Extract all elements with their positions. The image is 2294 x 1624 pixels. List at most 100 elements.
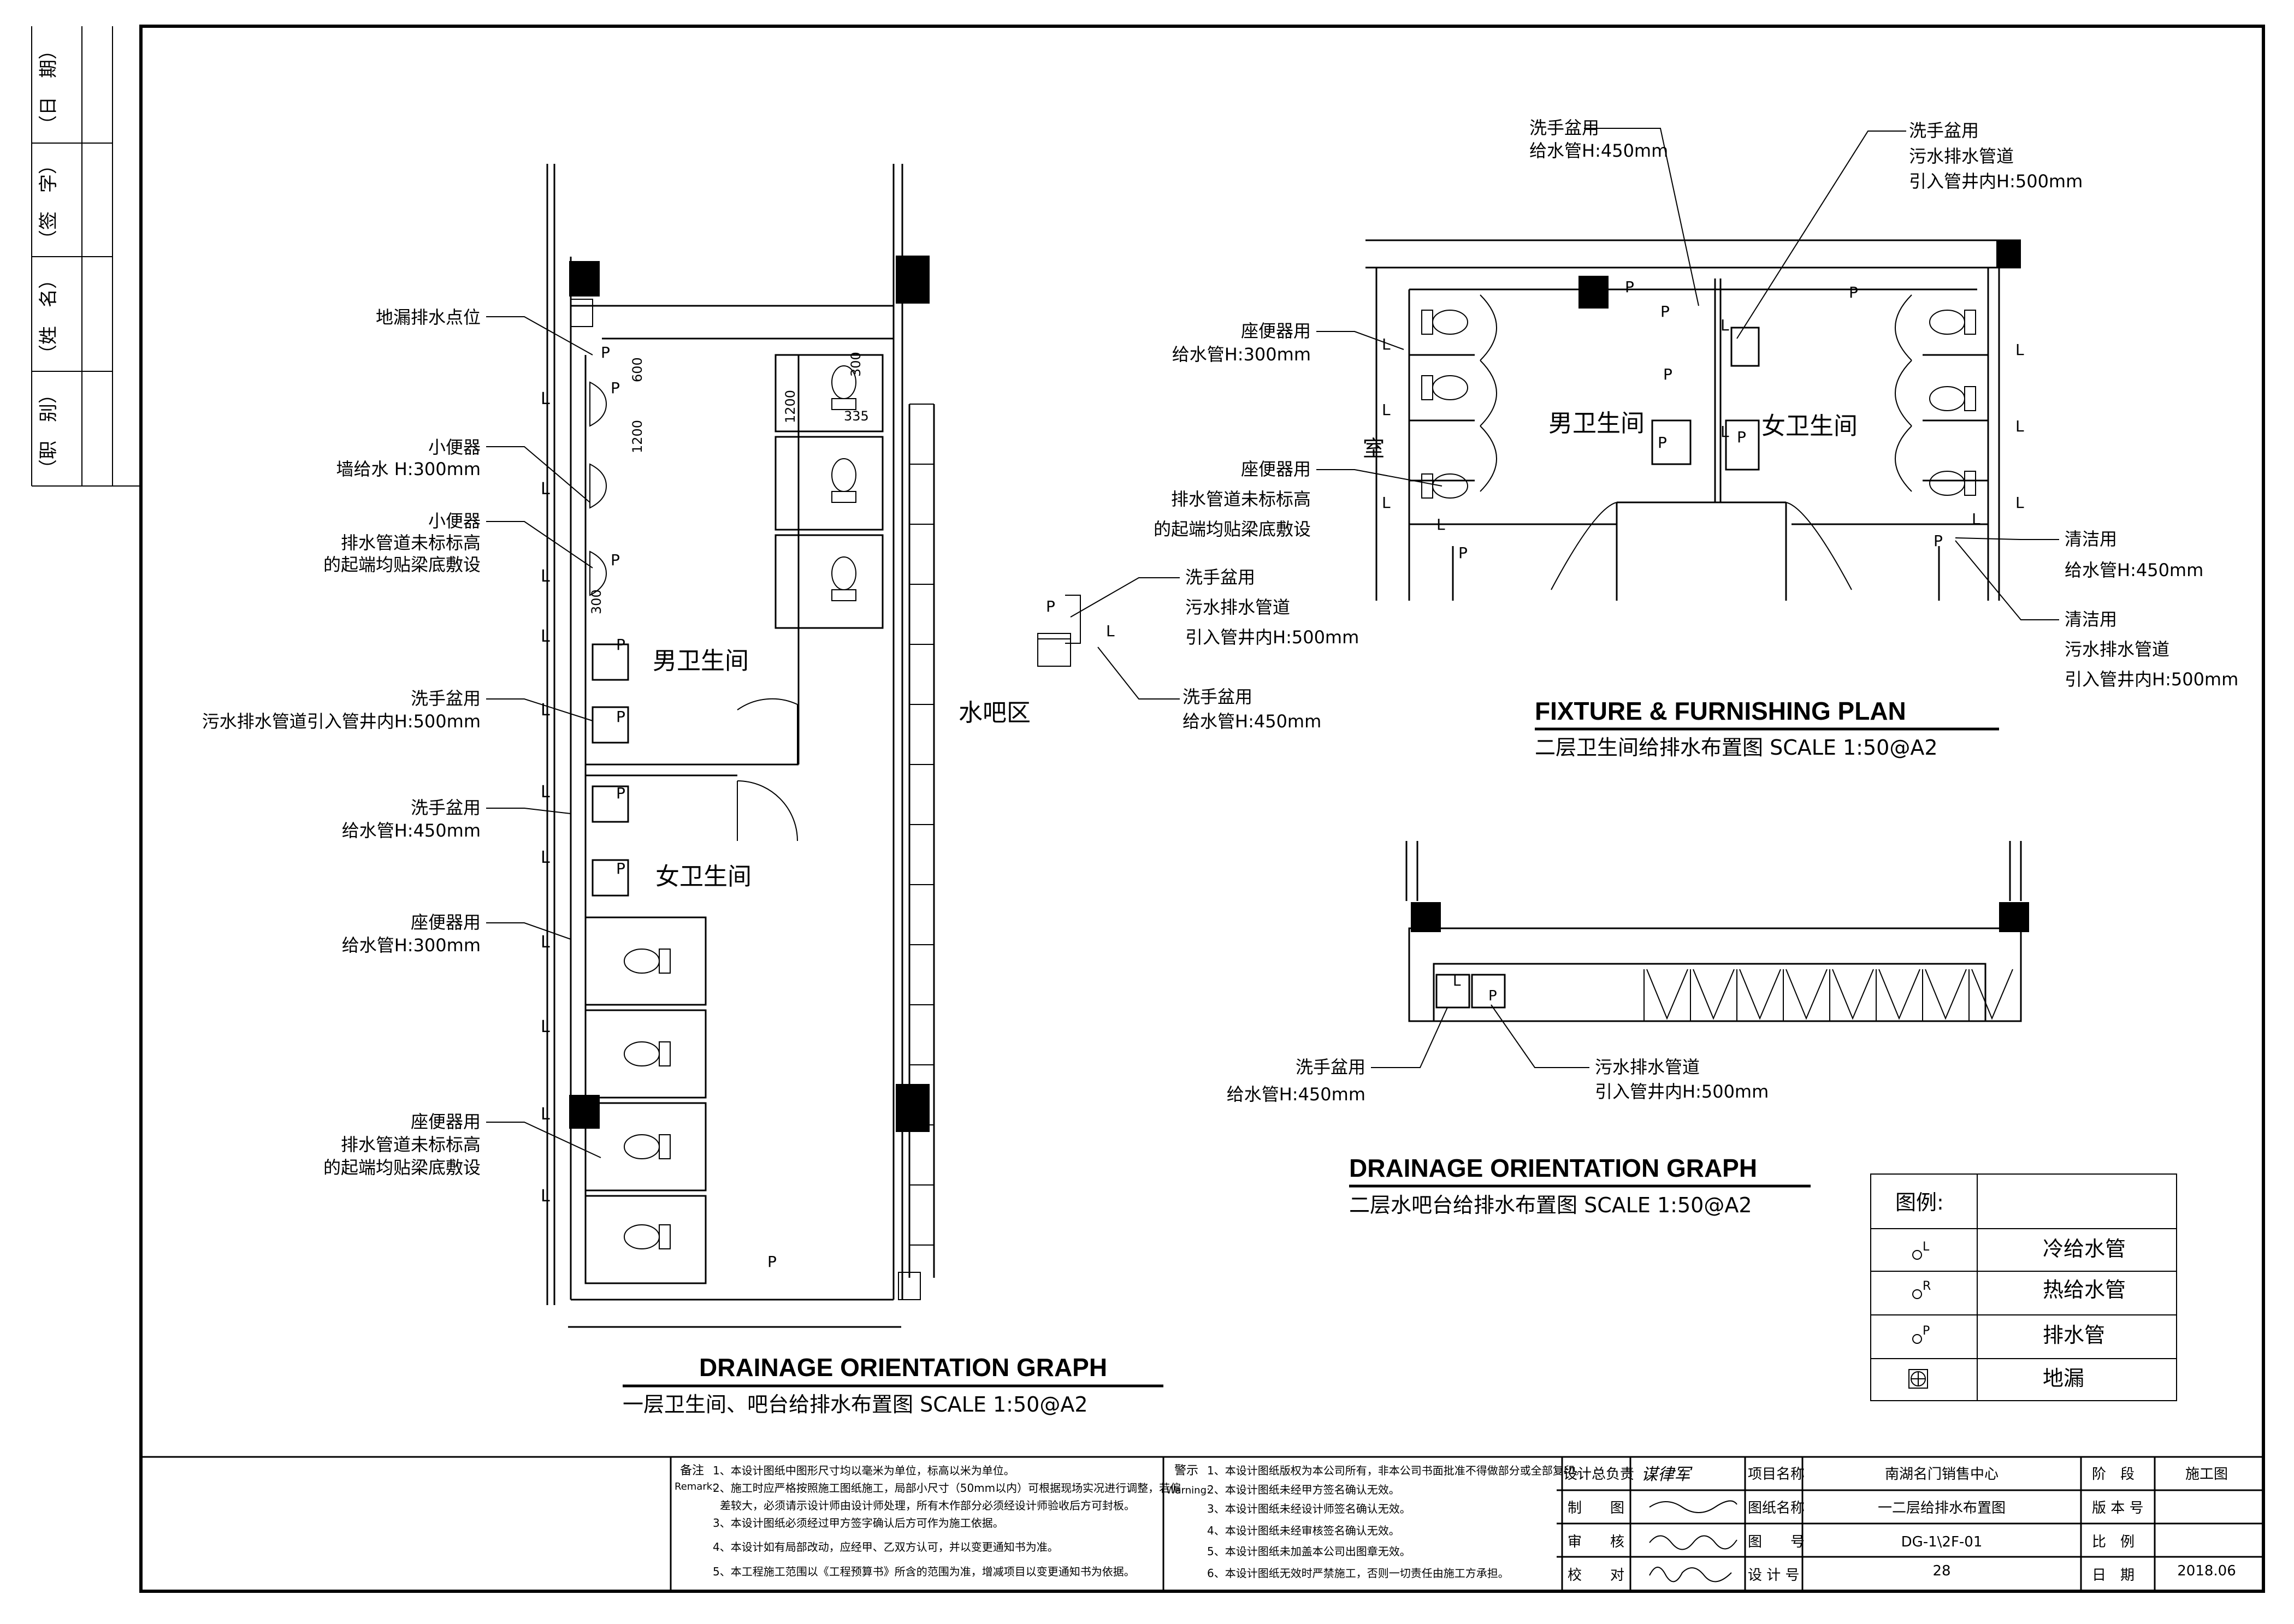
plan-1f: 600 1200 300 1200 300 335 男卫生间 女卫生间 水吧区 … [202, 164, 1359, 1416]
role-drafter: 制 图 [1568, 1500, 1624, 1516]
bar-sink-1f [1037, 595, 1081, 667]
legend-cold-symbol: L [1923, 1240, 1930, 1254]
legend-floor-drain: 地漏 [2043, 1366, 2084, 1390]
toilet-tank [659, 1134, 671, 1159]
callout-2f-sink-drain-2: 污水排水管道 [1909, 146, 2014, 167]
callout-2f-sink-drain-3: 引入管井内H:500mm [1909, 171, 2083, 192]
toilet-tank [659, 1041, 671, 1066]
p-mark-2f-2: P [1849, 283, 1858, 301]
dim-1200b: 1200 [783, 390, 798, 423]
callout-2f-sink-drain-1: 洗手盆用 [1909, 120, 1979, 141]
cabinet-door-swing [1832, 969, 1874, 1020]
plan-1f-doors [737, 698, 798, 841]
plan-2f-callouts: 洗手盆用 给水管H:450mm 洗手盆用 污水排水管道 引入管井内H:500mm… [1154, 117, 2238, 690]
warning-1: 1、本设计图纸版权为本公司所有，非本公司书面批准不得做部分或全部复印。 [1207, 1464, 1586, 1477]
date-label: 日 期 [2092, 1567, 2135, 1584]
dim-335: 335 [844, 408, 869, 424]
legend-drain-icon [1912, 1334, 1922, 1344]
bar-l-mark: L [1106, 622, 1115, 640]
plan-1f-callouts: 地漏排水点位 小便器 墙给水 H:300mm 小便器 排水管道未标标高 的起端均… [202, 307, 481, 1178]
bar2f-p-mark: P [1488, 988, 1497, 1004]
toilet-tank [1421, 375, 1433, 400]
title-1f-en: DRAINAGE ORIENTATION GRAPH [699, 1353, 1107, 1382]
callout-urinal-a-2: 墙给水 H:300mm [336, 459, 481, 479]
title-block-roles: 设计总负责 制 图 审 核 校 对 谋律军 [1563, 1465, 1693, 1584]
toilet-tank [659, 949, 671, 974]
cabinet-door-swing [1971, 969, 2013, 1020]
plan-1f-dims: 600 1200 300 1200 300 335 [589, 352, 869, 614]
warning-6: 6、本设计图纸无效时严禁施工，否则一切责任由施工方承担。 [1207, 1567, 1509, 1580]
callout-2f-wc-drain-3: 的起端均贴梁底敷设 [1154, 519, 1311, 540]
callout-2f-wc-drain-2: 排水管道未标标高 [1171, 489, 1311, 509]
field-design-no-label: 设 计 号 [1748, 1567, 1800, 1584]
remark-1: 1、本设计图纸中图形尺寸均以毫米为单位，标高以米为单位。 [713, 1464, 1015, 1477]
callout-2f-wc-drain-1: 座便器用 [1241, 459, 1311, 479]
remark-2: 2、施工时应严格按照施工图纸施工，局部小尺寸（50mm以内）可根据现场实况进行调… [713, 1481, 1181, 1495]
legend-title: 图例: [1895, 1190, 1944, 1214]
l-mark-2f-7: L [1720, 316, 1729, 334]
p-mark-1f-6: P [616, 784, 625, 802]
legend-hot: 热给水管 [2043, 1278, 2126, 1302]
toilet-tank [831, 398, 856, 410]
title-bar2f-cn: 二层水吧台给排水布置图 SCALE 1:50@A2 [1349, 1193, 1752, 1217]
plan-2f-leaders [1316, 128, 2059, 620]
callout-floor-drain: 地漏排水点位 [376, 307, 481, 328]
cabinet-door-swing [1785, 969, 1828, 1020]
remarks-block: 备注 Remark: 1、本设计图纸中图形尺寸均以毫米为单位，标高以米为单位。 … [675, 1464, 1181, 1578]
role-reviewer: 审 核 [1568, 1534, 1624, 1550]
title-2f-cn: 二层卫生间给排水布置图 SCALE 1:50@A2 [1535, 736, 1938, 760]
l-mark-2f-8: L [1720, 423, 1729, 441]
legend-floor-drain-icon [1908, 1369, 1928, 1389]
side-cell-sign: （签 字） [38, 156, 60, 248]
plan-2f-toilets [1421, 310, 1976, 499]
p-mark-1f-5: P [616, 708, 625, 726]
toilet [624, 1134, 660, 1159]
remark-label: 备注 [680, 1464, 704, 1478]
field-project-label: 项目名称 [1748, 1466, 1805, 1483]
scale-label: 比 例 [2092, 1534, 2135, 1550]
bar2f-callout-drain-1: 污水排水管道 [1595, 1057, 1700, 1077]
bar-callout-water-1: 洗手盆用 [1183, 686, 1252, 707]
callout-2f-clean-drain-3: 引入管井内H:500mm [2065, 669, 2238, 690]
toilet-tank [831, 589, 856, 601]
bar2f-callout-water-1: 洗手盆用 [1296, 1057, 1365, 1077]
p-mark-1f-1: P [601, 343, 610, 361]
cabinet-door-swing [1878, 969, 1920, 1020]
field-drawing-label: 图纸名称 [1748, 1500, 1805, 1516]
toilet-tank [1964, 386, 1976, 411]
toilet [831, 458, 856, 492]
cold-water-marker: L [541, 479, 550, 499]
warning-3: 3、本设计图纸未经设计师签名确认无效。 [1207, 1502, 1411, 1515]
l-mark-2f-9: L [1436, 515, 1445, 534]
p-mark-2f-4: P [1663, 365, 1672, 383]
warnings-block: 警示 Warning: 1、本设计图纸版权为本公司所有，非本公司书面批准不得做部… [1166, 1464, 1586, 1580]
title-2f-en: FIXTURE & FURNISHING PLAN [1535, 697, 1906, 725]
toilet [831, 556, 856, 590]
cold-water-marker: L [541, 1105, 550, 1124]
callout-sink-water-2: 给水管H:450mm [342, 820, 481, 841]
title-1f-cn: 一层卫生间、吧台给排水布置图 SCALE 1:50@A2 [623, 1392, 1088, 1416]
callout-2f-clean-water-2: 给水管H:450mm [2065, 560, 2203, 580]
side-strip-labels: （日 期） （签 字） （姓 名） （职 别） [38, 41, 60, 478]
l-mark-2f-10: L [1972, 510, 1980, 528]
toilet [1929, 386, 1965, 411]
remark-3: 差较大，必须请示设计师由设计师处理，所有木作部分必须经设计师验收后方可封板。 [720, 1499, 1135, 1512]
room-men-1f: 男卫生间 [653, 647, 749, 675]
callout-urinal-b-2: 排水管道未标标高 [341, 532, 481, 553]
cold-water-marker: L [541, 933, 550, 952]
cabinet-door-swing [1739, 969, 1781, 1020]
p-mark-2f-7: P [1458, 544, 1468, 562]
cold-water-marker: L [541, 389, 550, 408]
title-bar2f-en: DRAINAGE ORIENTATION GRAPH [1349, 1154, 1757, 1182]
l-mark-2f-1: L [1382, 335, 1391, 353]
cabinet-door-swing [1925, 969, 1967, 1020]
warning-label: 警示 [1174, 1464, 1198, 1478]
toilet [1432, 310, 1468, 335]
legend-cold: 冷给水管 [2043, 1237, 2126, 1261]
field-drawing-value: 一二层给排水布置图 [1878, 1500, 2006, 1516]
bar2f-callout-water-2: 给水管H:450mm [1227, 1084, 1365, 1105]
title-block-fields: 项目名称 图纸名称 图 号 设 计 号 南湖名门销售中心 一二层给排水布置图 D… [1748, 1466, 2236, 1584]
legend-hot-symbol: R [1923, 1279, 1931, 1293]
room-bar-1f: 水吧区 [959, 699, 1031, 727]
